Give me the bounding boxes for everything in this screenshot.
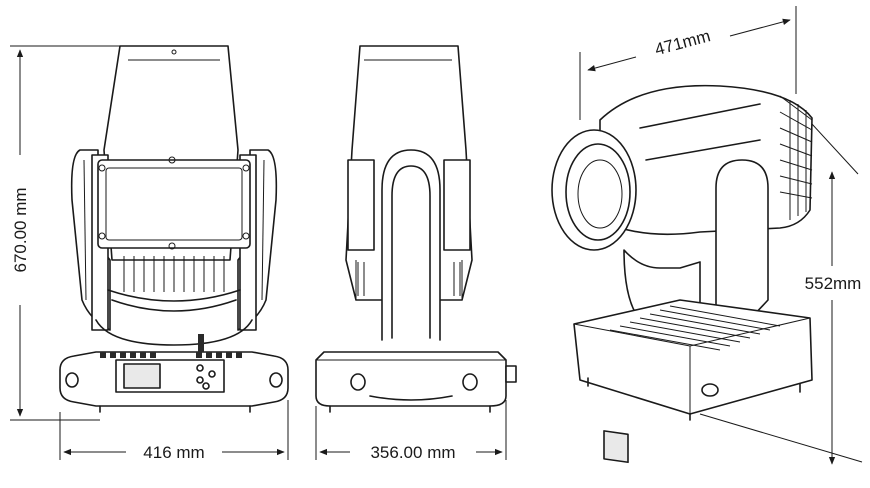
height-iso-label: 552mm [805,274,862,293]
iso-view [551,84,813,464]
front-view [59,45,289,413]
width-front-label: 416 mm [143,443,204,462]
length-iso-label: 471mm [653,26,713,59]
dimension-lines [10,6,863,465]
height-front-label: 670.00 mm [11,187,30,272]
side-view [315,45,517,413]
depth-side-label: 356.00 mm [370,443,455,462]
